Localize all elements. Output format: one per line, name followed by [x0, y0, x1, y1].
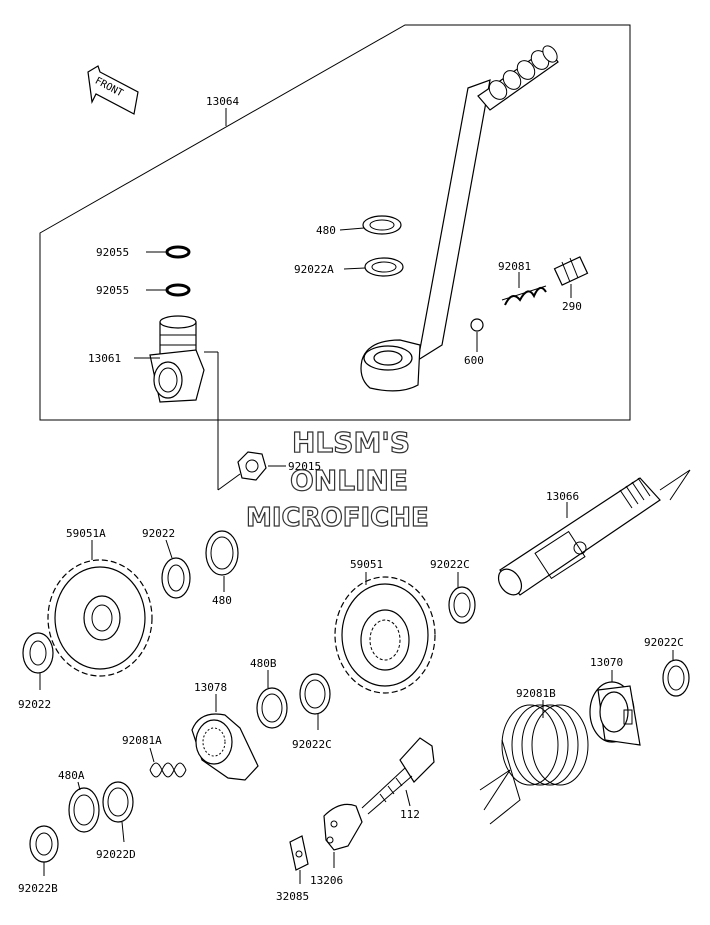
- callout-59051[interactable]: 59051: [350, 558, 383, 571]
- callout-13061[interactable]: 13061: [88, 352, 121, 365]
- watermark-line3: MICROFICHE: [246, 503, 429, 533]
- kick-shaft-13061[interactable]: [149, 315, 205, 403]
- front-arrow-icon: FRONT: [87, 65, 139, 115]
- callout-290[interactable]: 290: [562, 300, 582, 313]
- callout-92081[interactable]: 92081: [498, 260, 531, 273]
- washer-92022A[interactable]: [364, 257, 404, 277]
- callout-92022-upper[interactable]: 92022: [142, 527, 175, 540]
- steel-ball-600[interactable]: [470, 318, 484, 332]
- nut-92015[interactable]: [237, 451, 267, 481]
- callout-92015[interactable]: 92015: [288, 460, 321, 473]
- o-ring-92055-upper[interactable]: [165, 245, 191, 259]
- callout-92022C-right[interactable]: 92022C: [644, 636, 684, 649]
- plunger-290[interactable]: [553, 256, 589, 286]
- callout-112[interactable]: 112: [400, 808, 420, 821]
- callout-labels: 13064 92055 92055 13061 480 92022A 92081…: [18, 95, 684, 903]
- callout-13078[interactable]: 13078: [194, 681, 227, 694]
- callout-92022A[interactable]: 92022A: [294, 263, 334, 276]
- callout-92022D[interactable]: 92022D: [96, 848, 136, 861]
- gear-59051A[interactable]: [47, 559, 153, 677]
- spring-92081[interactable]: [501, 285, 547, 306]
- callout-13206[interactable]: 13206: [310, 874, 343, 887]
- washer-92022B[interactable]: [29, 825, 59, 863]
- callout-92022B[interactable]: 92022B: [18, 882, 58, 895]
- bolt-112[interactable]: [361, 737, 435, 815]
- washer-92022-lower[interactable]: [22, 632, 54, 674]
- circlip-480A[interactable]: [68, 787, 100, 833]
- callout-13064[interactable]: 13064: [206, 95, 239, 108]
- callout-92055-lower[interactable]: 92055: [96, 284, 129, 297]
- washer-92022-upper[interactable]: [161, 557, 191, 599]
- gear-59051[interactable]: [334, 576, 436, 694]
- guide-13206[interactable]: [323, 803, 363, 851]
- callout-92055-upper[interactable]: 92055: [96, 246, 129, 259]
- callout-92022C-middle[interactable]: 92022C: [292, 738, 332, 751]
- callout-92081B[interactable]: 92081B: [516, 687, 556, 700]
- callout-13066[interactable]: 13066: [546, 490, 579, 503]
- callout-92022-lower[interactable]: 92022: [18, 698, 51, 711]
- washer-92022C-right[interactable]: [662, 659, 690, 697]
- ratchet-13078[interactable]: [191, 713, 259, 781]
- kick-pedal-lever[interactable]: [360, 43, 560, 392]
- assembly-boundary: [39, 24, 631, 421]
- kick-shaft-13066[interactable]: [494, 469, 691, 599]
- callout-92022C-upper[interactable]: 92022C: [430, 558, 470, 571]
- callout-480-top[interactable]: 480: [316, 224, 336, 237]
- spring-92081A[interactable]: [149, 762, 187, 778]
- callout-59051A[interactable]: 59051A: [66, 527, 106, 540]
- callout-13070[interactable]: 13070: [590, 656, 623, 669]
- o-ring-92055-lower[interactable]: [165, 283, 191, 297]
- plate-32085[interactable]: [289, 835, 309, 871]
- watermark-line2: ONLINE: [290, 464, 408, 497]
- washer-480-top[interactable]: [362, 215, 402, 235]
- callout-32085[interactable]: 32085: [276, 890, 309, 903]
- holder-13070[interactable]: [589, 681, 641, 746]
- leader-lines: [39, 108, 674, 884]
- callout-480B[interactable]: 480B: [250, 657, 277, 670]
- spring-92081B[interactable]: [489, 704, 589, 825]
- callout-600[interactable]: 600: [464, 354, 484, 367]
- watermark-line1: HLSM'S: [292, 426, 410, 459]
- callout-92081A[interactable]: 92081A: [122, 734, 162, 747]
- callout-480-mid[interactable]: 480: [212, 594, 232, 607]
- washer-92022C-upper[interactable]: [448, 586, 476, 624]
- callout-480A[interactable]: 480A: [58, 769, 85, 782]
